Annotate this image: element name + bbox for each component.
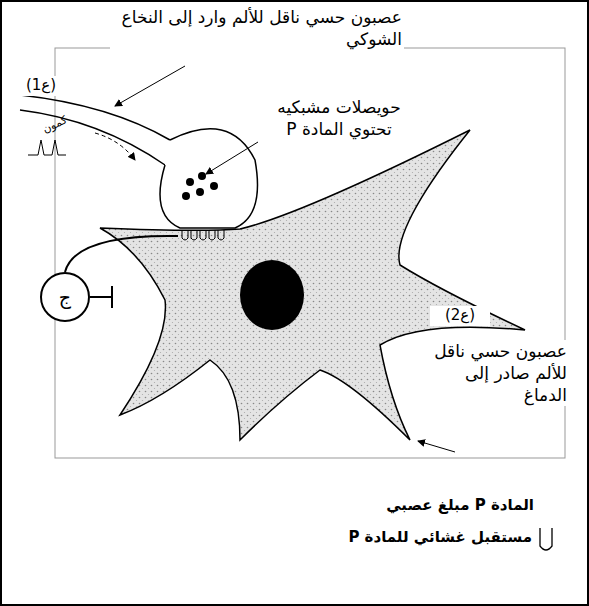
legend-text: المادة P مبلغ عصبي	[386, 496, 534, 516]
neuron-label: عصبون حسي ناقل للألم وارد إلى النخاع الش…	[110, 6, 404, 50]
callout-number: (ع1)	[14, 76, 68, 96]
inhibitor-line	[65, 236, 178, 272]
neuron-label: عصبون حسي ناقل للألم صادر إلى الدماغ	[415, 340, 569, 406]
leader-line	[418, 441, 455, 452]
receptors	[182, 230, 224, 240]
vesicle-label: حويصلات مشبكيه تحتوي المادة P	[262, 96, 416, 140]
nucleus	[240, 260, 304, 330]
synaptic-terminal	[160, 129, 258, 228]
action-potential	[28, 140, 66, 155]
node-text: ج	[59, 286, 71, 308]
axon	[20, 110, 165, 165]
inhibition-symbol	[90, 286, 112, 308]
vesicles	[182, 172, 218, 200]
leader-line	[206, 142, 258, 174]
callout-number: (ع2)	[430, 306, 490, 326]
legend-text: مستقبل غشائي للمادة P	[348, 528, 532, 548]
leader-line	[115, 66, 185, 106]
control-circle: ج	[40, 272, 90, 322]
signal-arrow	[95, 133, 135, 160]
receptor-sample	[540, 528, 552, 550]
